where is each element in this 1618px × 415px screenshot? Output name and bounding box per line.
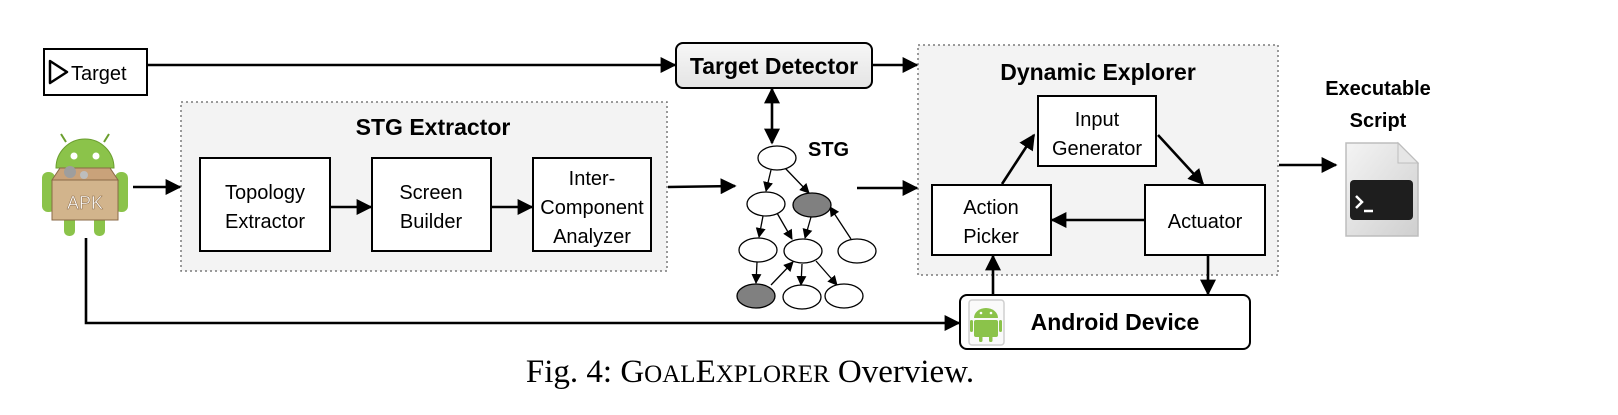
apk-label: APK <box>67 193 103 213</box>
stg-node <box>757 145 797 171</box>
stg-node <box>782 284 822 310</box>
stg-extractor-region: STG Extractor Topology Extractor Screen … <box>180 101 668 272</box>
actuator-box: Actuator <box>1144 184 1266 256</box>
figure-caption: Fig. 4: GOALEXPLORER Overview. <box>526 354 974 390</box>
target-label: Target <box>71 63 127 85</box>
arrow-extractor-to-stg <box>667 178 737 195</box>
arrow-input-generator-to-actuator <box>1157 134 1205 186</box>
stg-graph: STG <box>736 139 877 310</box>
input-generator-label-line2: Generator <box>1052 138 1142 160</box>
android-device-label: Android Device <box>1031 309 1200 335</box>
caption-prefix: Fig. 4: <box>526 354 620 390</box>
screen-builder-label-line2: Builder <box>400 211 463 233</box>
input-generator-box: Input Generator <box>1037 95 1157 167</box>
inter-component-analyzer-box: Inter- Component Analyzer <box>532 157 652 252</box>
stg-node <box>824 283 864 309</box>
stg-node <box>837 238 877 264</box>
executable-script: Executable Script <box>1325 78 1431 237</box>
stg-edge <box>796 263 807 286</box>
target-detector-label: Target Detector <box>690 53 858 79</box>
actuator-label: Actuator <box>1168 211 1243 233</box>
action-picker-label-line1: Action <box>963 197 1019 219</box>
topology-extractor-box: Topology Extractor <box>199 157 331 252</box>
arrow-apk-to-android-device <box>84 238 961 331</box>
stg-edge <box>829 206 852 240</box>
caption-name-part-1: G <box>620 354 644 390</box>
stg-edge <box>776 212 793 240</box>
arrow-action-picker-to-input-generator <box>1000 133 1036 185</box>
dynamic-explorer-region: Dynamic Explorer Input Generator Action … <box>917 44 1279 276</box>
android-apk-icon: APK <box>42 133 128 236</box>
android-device-box: Android Device <box>959 294 1251 350</box>
screen-builder-label-line1: Screen <box>399 182 462 204</box>
action-picker-box: Action Picker <box>931 184 1052 256</box>
stg-edges <box>751 167 852 286</box>
terminal-document-icon <box>1345 141 1420 237</box>
executable-script-title-line2: Script <box>1350 110 1407 132</box>
caption-suffix: Overview. <box>830 354 974 390</box>
stg-edge <box>784 167 810 194</box>
stg-edge <box>815 260 838 286</box>
target-box: Target <box>43 48 148 96</box>
stg-edge <box>755 215 766 238</box>
topology-extractor-label-line1: Topology <box>225 182 305 204</box>
stg-label: STG <box>808 139 849 161</box>
stg-node <box>783 238 823 264</box>
inter-component-analyzer-label-line2: Component <box>540 197 644 219</box>
target-detector-box: Target Detector <box>675 42 873 89</box>
stg-edge <box>751 261 762 284</box>
stg-edge <box>763 169 773 192</box>
stg-node <box>746 191 786 217</box>
executable-script-title-line1: Executable <box>1325 78 1431 100</box>
stg-node-highlighted <box>792 192 832 218</box>
stg-edge <box>802 216 813 239</box>
connectors <box>84 57 1338 331</box>
play-outline-icon <box>48 59 69 85</box>
stg-extractor-title: STG Extractor <box>356 114 511 140</box>
dynamic-explorer-title: Dynamic Explorer <box>1000 59 1196 85</box>
topology-extractor-label-line2: Extractor <box>225 211 305 233</box>
stg-node-highlighted <box>736 283 776 309</box>
stg-edge <box>770 261 794 286</box>
android-phone-icon <box>968 299 1005 346</box>
inter-component-analyzer-label-line1: Inter- <box>569 168 616 190</box>
caption-name-part-4: XPLORER <box>716 361 830 388</box>
inter-component-analyzer-label-line3: Analyzer <box>553 226 631 248</box>
caption-name-part-2: OAL <box>644 361 695 388</box>
screen-builder-box: Screen Builder <box>371 157 492 252</box>
input-generator-label-line1: Input <box>1075 109 1120 131</box>
action-picker-label-line2: Picker <box>963 226 1019 248</box>
caption-name-part-3: E <box>696 354 716 390</box>
stg-node <box>738 237 778 263</box>
